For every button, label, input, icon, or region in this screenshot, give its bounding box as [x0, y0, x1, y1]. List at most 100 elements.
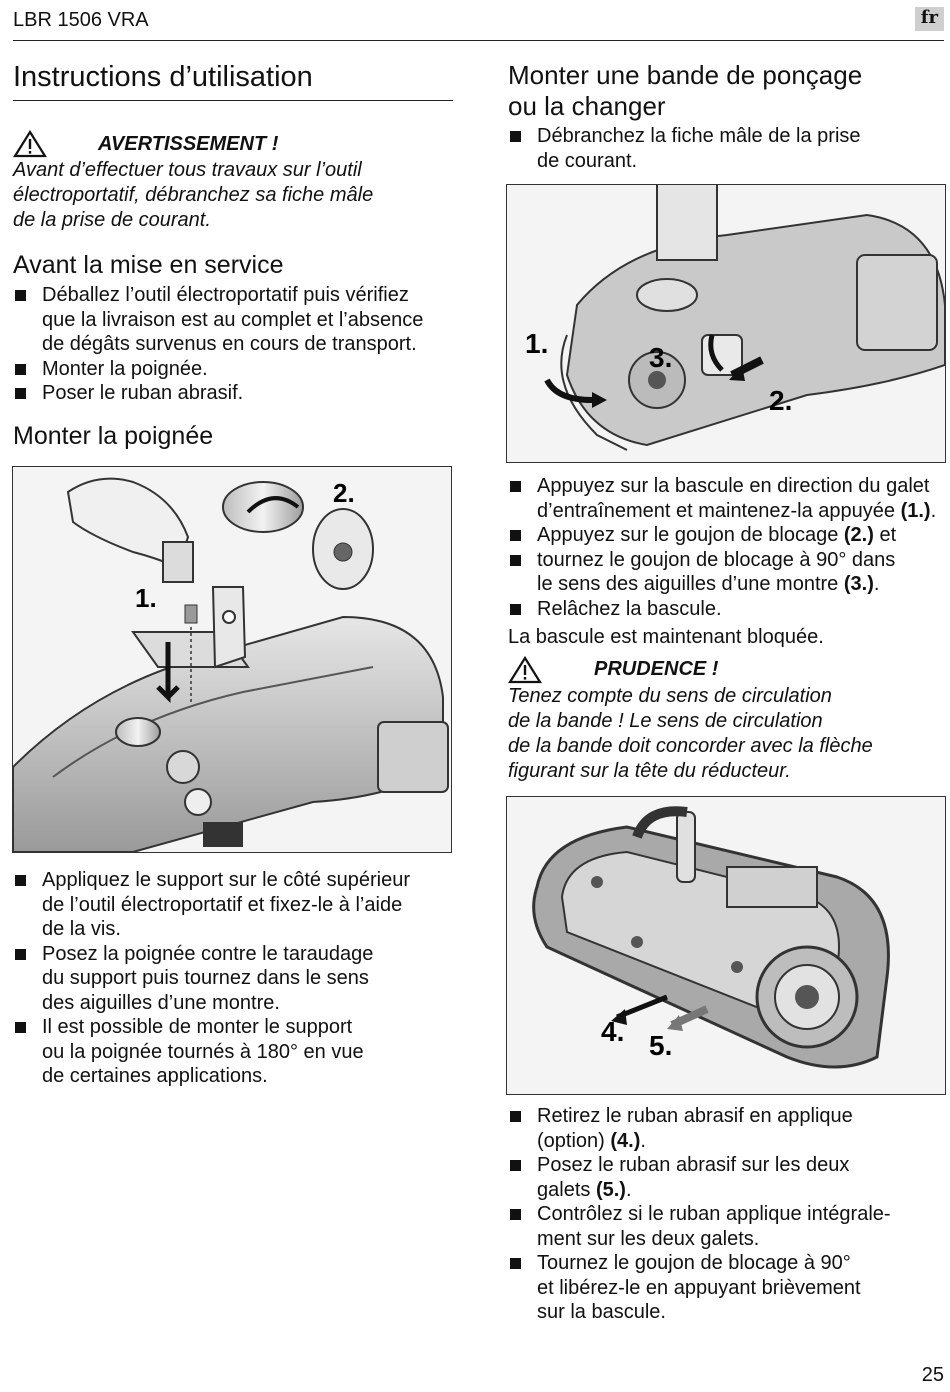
caution-triangle-icon	[508, 656, 542, 684]
step-ref: (1.)	[900, 499, 931, 522]
list-line: Contrôlez si le ruban applique intégrale…	[537, 1203, 891, 1225]
warning-line: Avant d’effectuer tous travaux sur l’out…	[13, 159, 362, 181]
warning-text: Avant d’effectuer tous travaux sur l’out…	[13, 158, 453, 233]
page-number: 25	[921, 1364, 944, 1386]
list-line: sur la bascule.	[537, 1301, 666, 1323]
language-badge: fr	[914, 7, 944, 31]
list-item: Débranchez la fiche mâle de la prise de …	[508, 124, 946, 173]
left-title-block: Instructions d’utilisation	[13, 60, 453, 101]
list-line: Posez le ruban abrasif sur les deux	[537, 1154, 850, 1176]
list-item: Contrôlez si le ruban applique intégrale…	[508, 1202, 946, 1251]
handle-instructions: Appliquez le support sur le côté supérie…	[13, 868, 453, 1089]
list-line-end: .	[873, 573, 880, 595]
list-line: du support puis tournez dans le sens	[42, 967, 369, 989]
list-line: Déballez l’outil électroportatif puis vé…	[42, 284, 409, 306]
list-line: Appuyez sur la bascule en direction du g…	[537, 475, 930, 497]
handle-mounting-illustration: 2. 1.	[13, 467, 451, 852]
figure-label-2: 2.	[333, 478, 355, 508]
list-line: Retirez le ruban abrasif en applique	[537, 1105, 853, 1127]
list-line: Tournez le goujon de blocage à 90°	[537, 1252, 851, 1274]
list-line: de l’outil électroportatif et fixez-le à…	[42, 893, 403, 916]
list-line: Appliquez le support sur le côté supérie…	[42, 869, 410, 891]
list-line-end: .	[640, 1129, 646, 1152]
list-line: tournez le goujon de blocage à 90° dans	[537, 548, 896, 571]
list-line-end: .	[930, 499, 937, 522]
list-line-end: et	[873, 524, 897, 546]
belt-change-illustration: 4. 5.	[507, 797, 945, 1094]
header-rule	[13, 40, 944, 41]
caution-block: PRUDENCE ! Tenez compte du sens de circu…	[508, 656, 946, 784]
step-ref: (3.)	[843, 573, 874, 595]
heading-line: Monter une bande de ponçage	[508, 60, 863, 90]
right-title-block: Monter une bande de ponçage ou la change…	[508, 60, 946, 173]
caution-text: Tenez compte du sens de circulation de l…	[508, 684, 946, 784]
belt-change-steps: Retirez le ruban abrasif en applique (op…	[508, 1104, 946, 1325]
list-line: Débranchez la fiche mâle de la prise	[537, 125, 861, 147]
list-item: Tournez le goujon de blocage à 90° et li…	[508, 1251, 946, 1325]
list-line: ment sur les deux galets.	[537, 1227, 760, 1250]
figure-label-1: 1.	[525, 328, 548, 359]
list-line: le sens des aiguilles d’une montre	[537, 573, 844, 595]
list-item: Monter la poignée.	[13, 357, 453, 382]
list-line: de certaines applications.	[42, 1065, 268, 1087]
belt-change-figure: 4. 5.	[506, 796, 946, 1095]
title-rule	[13, 100, 453, 101]
list-item: Appuyez sur la bascule en direction du g…	[508, 474, 946, 523]
heading-line: ou la changer	[508, 91, 666, 121]
section-heading: Monter une bande de ponçage ou la change…	[508, 60, 946, 122]
list-line: Poser le ruban abrasif.	[42, 382, 244, 404]
list-item: Appliquez le support sur le côté supérie…	[13, 868, 453, 942]
header-model: LBR 1506 VRA	[13, 9, 149, 31]
warning-line: électroportatif, débranchez sa fiche mâl…	[13, 184, 374, 206]
figure-label-3: 3.	[649, 342, 672, 373]
figure-label-4: 4.	[601, 1016, 624, 1047]
list-line: galets	[537, 1178, 596, 1201]
caution-line: de la bande ! Le sens de circulation	[508, 710, 823, 732]
figure-label-2: 2.	[769, 385, 792, 416]
belt-lock-figure: 1. 2. 3.	[506, 184, 946, 463]
caution-line: figurant sur la tête du réducteur.	[508, 760, 791, 782]
figure-label-5: 5.	[649, 1030, 672, 1061]
warning-block: AVERTISSEMENT ! Avant d’effectuer tous t…	[13, 130, 453, 233]
list-item: Retirez le ruban abrasif en applique (op…	[508, 1104, 946, 1153]
section-handle-heading: Monter la poignée	[13, 421, 453, 451]
step-ref: (4.)	[610, 1129, 641, 1152]
list-line: Posez la poignée contre le taraudage	[42, 942, 374, 965]
caution-line: Tenez compte du sens de circulation	[508, 685, 832, 707]
list-item: tournez le goujon de blocage à 90° dans …	[508, 548, 946, 597]
step-ref: (5.)	[595, 1178, 626, 1201]
warning-triangle-icon	[13, 130, 47, 158]
handle-mounting-figure: 2. 1.	[12, 466, 452, 853]
list-line: Relâchez la bascule.	[537, 597, 722, 620]
list-line: de dégâts survenus en cours de transport…	[42, 333, 417, 355]
step-ref: (2.)	[843, 524, 874, 546]
list-item: Relâchez la bascule.	[508, 597, 946, 622]
list-line-end: .	[625, 1178, 632, 1201]
list-line: des aiguilles d’une montre.	[42, 991, 280, 1014]
list-line: ou la poignée tournés à 180° en vue	[42, 1040, 364, 1063]
list-line: de courant.	[537, 149, 638, 172]
list-line: que la livraison est au complet et l’abs…	[42, 308, 424, 331]
list-line: Monter la poignée.	[42, 357, 208, 380]
list-item: Il est possible de monter le support ou …	[13, 1015, 453, 1089]
warning-line: de la prise de courant.	[13, 209, 211, 231]
list-item: Posez la poignée contre le taraudage du …	[13, 942, 453, 1016]
list-line: Appuyez sur le goujon de blocage	[537, 524, 844, 546]
section-heading: Monter la poignée	[13, 422, 214, 450]
list-line: et libérez-le en appuyant brièvement	[537, 1276, 861, 1299]
belt-lock-illustration: 1. 2. 3.	[507, 185, 945, 462]
list-item: Déballez l’outil électroportatif puis vé…	[13, 283, 453, 357]
list-line: de la vis.	[42, 918, 121, 940]
page-title: Instructions d’utilisation	[13, 61, 313, 93]
figure-label-1: 1.	[135, 583, 157, 613]
list-item: Appuyez sur le goujon de blocage (2.) et	[508, 523, 946, 548]
warning-title: AVERTISSEMENT !	[98, 133, 279, 155]
belt-lock-steps: Appuyez sur la bascule en direction du g…	[508, 474, 946, 650]
locked-text: La bascule est maintenant bloquée.	[508, 626, 824, 648]
list-line: (option)	[537, 1129, 611, 1152]
caution-title: PRUDENCE !	[594, 658, 719, 680]
section-heading: Avant la mise en service	[13, 251, 284, 279]
caution-line: de la bande doit concorder avec la flèch…	[508, 735, 873, 757]
list-item: Posez le ruban abrasif sur les deux gale…	[508, 1153, 946, 1202]
list-line: d’entraînement et maintenez-la appuyée	[537, 499, 901, 522]
